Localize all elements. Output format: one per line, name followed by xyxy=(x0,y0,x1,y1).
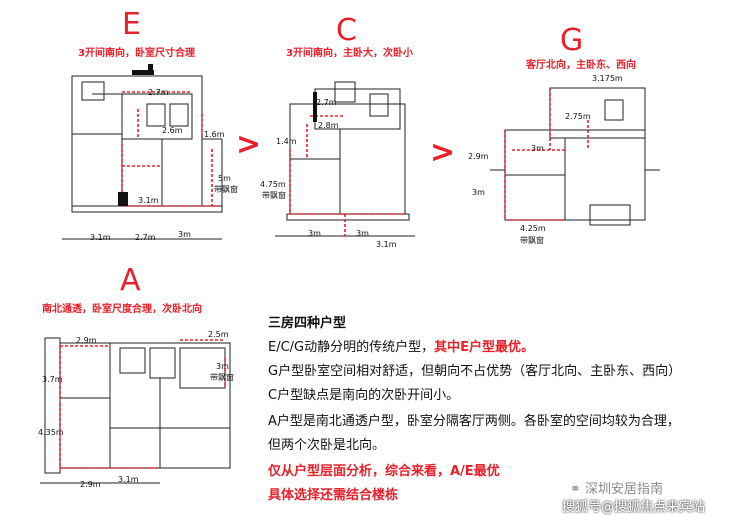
plan-a-dim-2: 2.5m xyxy=(208,330,229,339)
watermark-sohu: 搜狐号@搜狐焦点来宾站 xyxy=(562,500,706,515)
plan-a-dim-4b: 带飘窗 xyxy=(210,373,234,382)
plan-g-dim-2: 2.75m xyxy=(565,112,591,121)
plan-e-dim-2: 2.6m xyxy=(162,126,183,135)
plan-c-dim-3: 1.4m xyxy=(276,137,297,146)
plan-c-dim-2: 2.8m xyxy=(318,121,339,130)
plan-a-dim-1: 2.9m xyxy=(76,336,97,345)
plan-c-dim-4b: 带飘窗 xyxy=(262,191,286,200)
summary-line-1: E/C/G动静分明的传统户型，其中E户型最优。 xyxy=(268,336,534,355)
plan-g-dim-3: 3m xyxy=(531,144,544,153)
plan-a-letter: A xyxy=(120,263,141,298)
plan-g-dim-4: 2.9m xyxy=(468,152,489,161)
plan-g-letter: G xyxy=(560,23,584,58)
plan-a-subtitle: 南北通透，卧室尺度合理，次卧北向 xyxy=(42,304,202,315)
plan-a-dim-7: 3.1m xyxy=(118,475,139,484)
summary-line-3: C户型缺点是南向的次卧开间小。 xyxy=(268,388,460,403)
summary-line-1b: 其中E户型最优。 xyxy=(434,340,535,355)
plan-e-dim-6: 3.1m xyxy=(90,233,111,242)
plan-c-dim-5: 3m xyxy=(308,229,321,238)
plan-c-drawing xyxy=(275,81,415,237)
plan-a-dim-4: 3m xyxy=(216,362,229,371)
summary-line-6: 仅从户型层面分析，综合来看，A/E最优 xyxy=(268,464,500,479)
plan-c-subtitle: 3开间南向，主卧大，次卧小 xyxy=(286,48,413,59)
plan-g-dim-1: 3.175m xyxy=(592,74,623,83)
plan-g-subtitle: 客厅北向，主卧东、西向 xyxy=(526,60,636,71)
plan-c-dim-7: 3.1m xyxy=(376,240,397,249)
plan-e-dim-5: 5m xyxy=(218,174,231,183)
plan-c-dim-6: 3m xyxy=(356,229,369,238)
plan-e-dim-5b: 带飘窗 xyxy=(214,185,238,194)
plan-e-dim-4: 3.1m xyxy=(138,196,159,205)
summary-line-5: 但两个次卧是北向。 xyxy=(268,438,386,453)
plan-g-dim-5: 3m xyxy=(472,188,485,197)
plan-e-dim-3: 1.6m xyxy=(204,130,225,139)
plan-g-dim-6: 4.25m xyxy=(520,224,546,233)
plan-e-dim-8: 3m xyxy=(178,230,191,239)
plan-a-dim-5: 4.35m xyxy=(38,428,64,437)
watermark-account: ⚭ 深圳安居指南 xyxy=(570,478,663,497)
plan-c-dim-4: 4.75m xyxy=(260,180,286,189)
plan-g-dim-6b: 带飘窗 xyxy=(520,236,544,245)
plan-g-drawing xyxy=(490,87,660,226)
plan-e-dim-7: 2.7m xyxy=(135,233,156,242)
arrow-1: > xyxy=(236,127,262,162)
plan-e-drawing xyxy=(62,64,223,240)
plan-a-dim-3: 3.7m xyxy=(42,375,63,384)
wechat-icon: ⚭ xyxy=(570,482,581,497)
plan-e-letter: E xyxy=(122,7,141,42)
plan-a-dim-6: 2.9m xyxy=(80,480,101,489)
summary-line-4: A户型是南北通透户型，卧室分隔客厅两侧。各卧室的空间均较为合理， xyxy=(268,414,680,429)
plan-a-drawing xyxy=(40,337,231,484)
plan-e-subtitle: 3开间南向，卧室尺寸合理 xyxy=(78,48,195,59)
summary-title: 三房四种户型 xyxy=(268,316,347,331)
summary-line-2: G户型卧室空间相对舒适，但朝向不占优势（客厅北向、主卧东、西向） xyxy=(268,364,682,379)
plan-c-dim-1: 2.7m xyxy=(316,98,337,107)
plan-e-dim-1: 2.7m xyxy=(148,88,169,97)
watermark-account-text: 深圳安居指南 xyxy=(585,482,664,497)
arrow-2: > xyxy=(430,135,456,170)
summary-line-7: 具体选择还需结合楼栋 xyxy=(268,488,399,503)
summary-line-1a: E/C/G动静分明的传统户型， xyxy=(268,340,435,355)
plan-c-letter: C xyxy=(336,13,357,48)
